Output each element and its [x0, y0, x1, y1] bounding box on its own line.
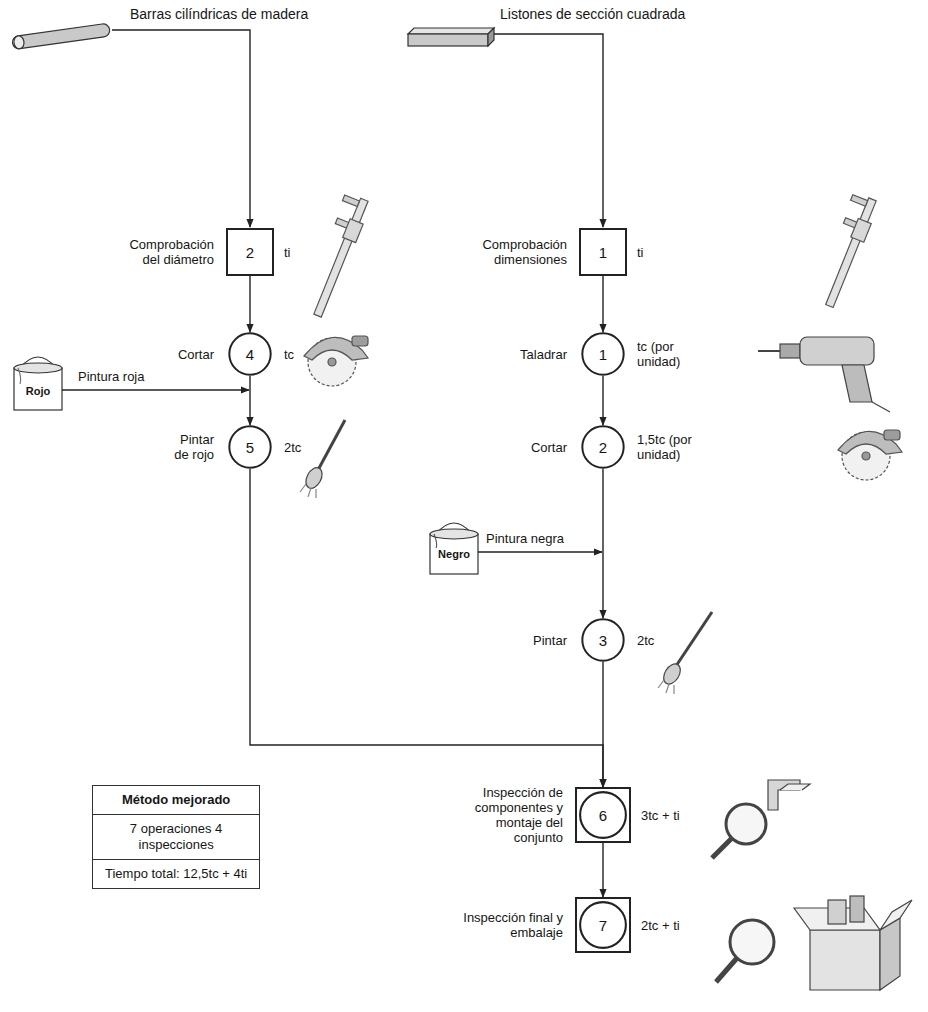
- red-paint-can: [14, 357, 62, 410]
- step-name: Cortar: [134, 347, 214, 362]
- operation-circle: Taladrar1tc (por unidad): [581, 332, 625, 376]
- summary-panel: Método mejorado7 operaciones 4 inspeccio…: [92, 785, 260, 889]
- step-name: Inspección de componentes y montaje del …: [463, 785, 563, 845]
- step-time: ti: [284, 245, 291, 260]
- caliper-illustration: [811, 192, 880, 309]
- step-time: 3tc + ti: [641, 808, 680, 823]
- can-label: Rojo: [14, 383, 62, 399]
- flow-connector: [602, 276, 603, 332]
- flow-connector: [602, 843, 603, 897]
- packing-box-illustration: [794, 896, 912, 990]
- operation-circle: Cortar21,5tc (por unidad): [581, 425, 625, 469]
- step-name: Pintar de rojo: [162, 432, 214, 462]
- step-number: 2: [228, 230, 272, 274]
- operation-circle: Cortar4tc: [228, 332, 272, 376]
- step-name: Pintar: [487, 633, 567, 648]
- caliper-illustration: [299, 192, 372, 318]
- flow-connector: [249, 376, 250, 425]
- paint-feed-line: [62, 389, 249, 390]
- material-label: Listones de sección cuadrada: [500, 6, 685, 22]
- panel-text: 7 operaciones 4 inspecciones: [109, 815, 243, 859]
- flow-connector: [602, 469, 603, 618]
- paint-gun-illustration: [300, 420, 345, 498]
- step-number: 2: [581, 425, 625, 469]
- drill-illustration: [758, 337, 890, 412]
- saw-illustration: [304, 336, 368, 386]
- feed-line: [112, 30, 250, 227]
- material-label: Pintura roja: [78, 369, 144, 385]
- step-time: 1,5tc (por unidad): [637, 432, 703, 462]
- combined-operation-box: Inspección final y embalaje72tc + ti: [575, 897, 631, 953]
- step-time: 2tc: [284, 440, 301, 455]
- step-time: 2tc + ti: [641, 918, 680, 933]
- operation-circle: Pintar32tc: [581, 618, 625, 662]
- flow-connector: [249, 276, 250, 332]
- step-time: tc (por unidad): [637, 339, 691, 369]
- step-number: 6: [577, 789, 629, 841]
- step-number: 5: [228, 425, 272, 469]
- magnifier-illustration: [712, 780, 810, 858]
- step-number: 7: [577, 899, 629, 951]
- material-label: Barras cilíndricas de madera: [130, 6, 308, 22]
- black-paint-can: [430, 523, 478, 574]
- step-time: ti: [637, 245, 644, 260]
- material-label: Pintura negra: [486, 531, 564, 547]
- flow-connector: [250, 469, 603, 787]
- step-name: Comprobación dimensiones: [463, 237, 567, 267]
- step-number: 1: [581, 332, 625, 376]
- magnifier-illustration: [716, 920, 774, 982]
- step-name: Cortar: [487, 440, 567, 455]
- step-number: 4: [228, 332, 272, 376]
- step-name: Comprobación del diámetro: [110, 237, 214, 267]
- square-strip-illustration: [408, 28, 494, 46]
- can-label: Negro: [430, 546, 478, 562]
- operation-circle: Pintar de rojo52tc: [228, 425, 272, 469]
- paint-feed-line: [478, 551, 602, 552]
- saw-illustration: [838, 430, 902, 480]
- inspection-box: Comprobación dimensiones1ti: [579, 228, 627, 276]
- inspection-box: Comprobación del diámetro2ti: [226, 228, 274, 276]
- step-number: 1: [581, 230, 625, 274]
- step-name: Inspección final y embalaje: [463, 910, 563, 940]
- paint-gun-illustration: [658, 612, 712, 694]
- flow-connector: [602, 376, 603, 425]
- combined-operation-box: Inspección de componentes y montaje del …: [575, 787, 631, 843]
- feed-line: [494, 34, 603, 227]
- step-time: 2tc: [637, 633, 654, 648]
- panel-title: Método mejorado: [93, 786, 259, 815]
- panel-text: Tiempo total: 12,5tc + 4ti: [93, 859, 259, 888]
- step-time: tc: [284, 347, 294, 362]
- flow-connector: [602, 662, 603, 787]
- wood-bar-illustration: [12, 23, 111, 50]
- step-name: Taladrar: [487, 347, 567, 362]
- step-number: 3: [581, 618, 625, 662]
